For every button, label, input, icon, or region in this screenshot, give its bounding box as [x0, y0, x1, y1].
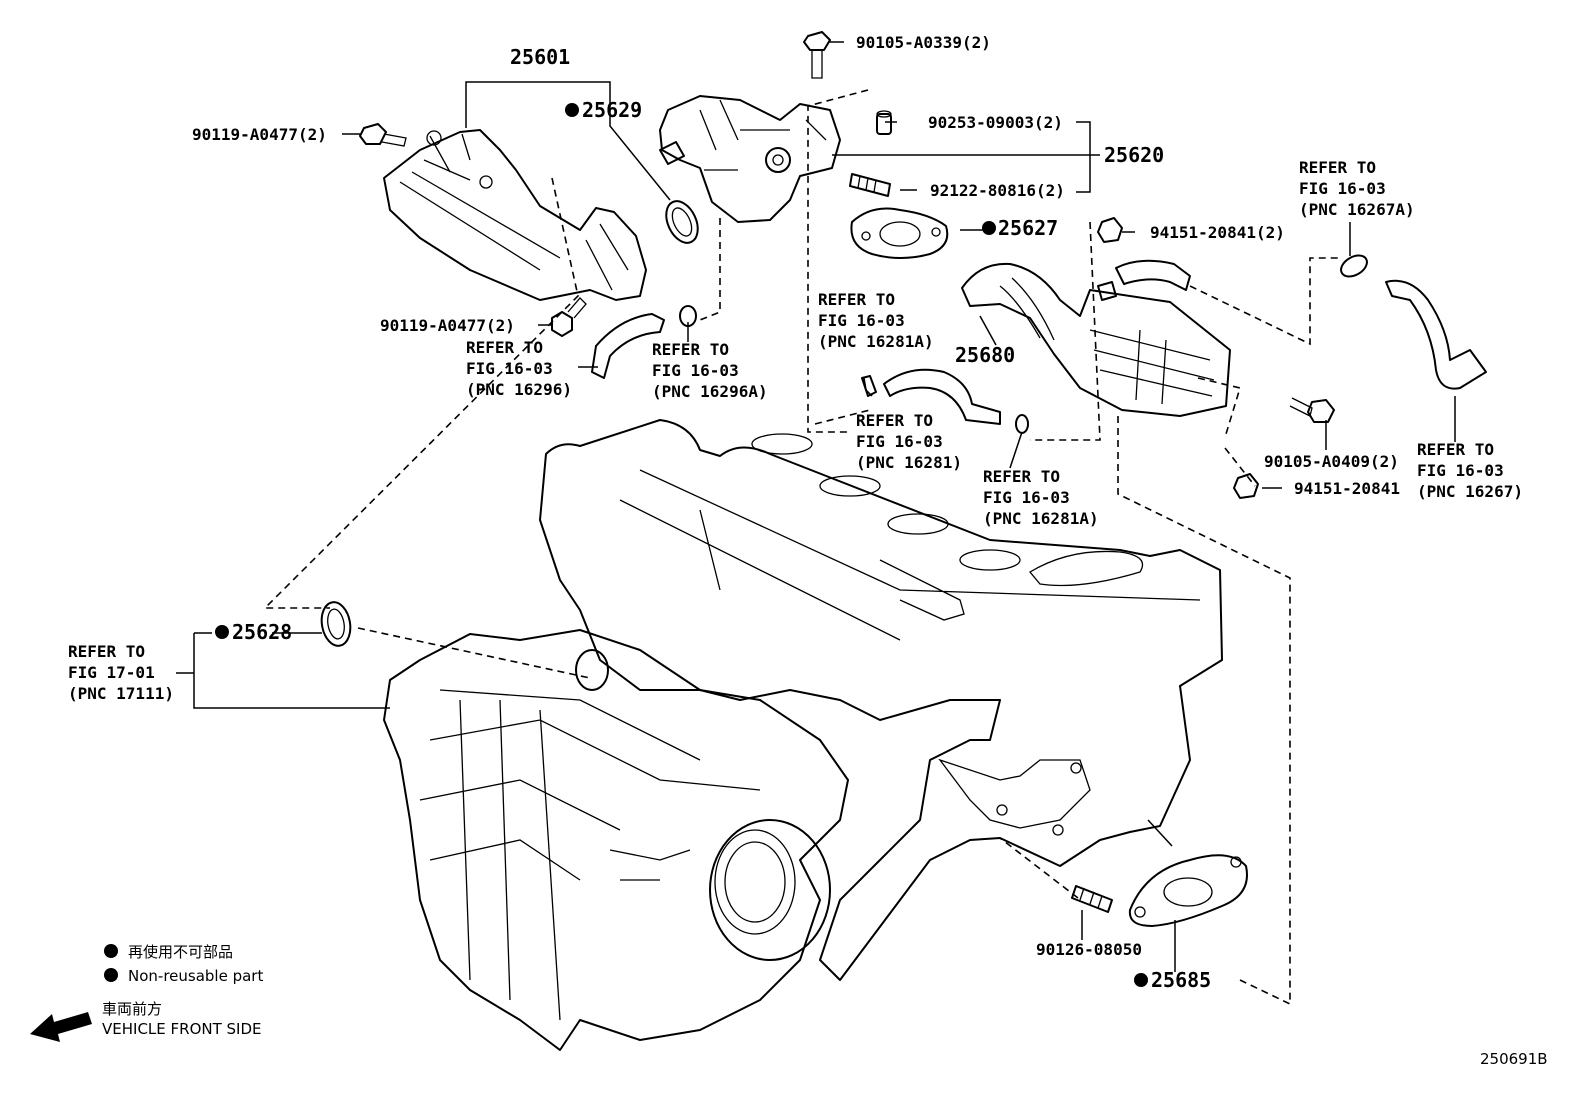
engine-block [539, 419, 1223, 981]
legend-nonreusable-en: Non-reusable part [128, 967, 263, 985]
pin-90253 [876, 110, 892, 135]
legend-dot-jp [104, 944, 118, 958]
label-90119-bottom: 90119-A0477(2) [380, 316, 515, 335]
front-arrow-icon [30, 1012, 92, 1042]
legend-nonreusable-jp: 再使用不可部品 [128, 943, 233, 961]
egr-cooler-25680 [961, 259, 1231, 417]
stud-92122 [849, 173, 891, 197]
refer-16281: REFER TO FIG 16-03 (PNC 16281) [856, 411, 962, 472]
bolt-90119-top [359, 123, 407, 147]
clamp-16281a-left [861, 375, 877, 397]
legend-front-en: VEHICLE FRONT SIDE [102, 1020, 262, 1038]
clamp-16281a-mid [1015, 414, 1029, 434]
stud-90126 [1071, 885, 1113, 913]
figure-id: 250691B [1480, 1050, 1548, 1068]
gasket-25629 [665, 200, 699, 244]
label-25628: 25628 [232, 620, 292, 644]
bolt-90105-a0409 [1289, 397, 1335, 423]
dashed-assembly-lines [263, 89, 1340, 1006]
intake-manifold [383, 629, 849, 1051]
nut-94151-bottom [1233, 473, 1259, 499]
label-94151-top: 94151-20841(2) [1150, 223, 1285, 242]
nonreusable-dot-25627 [982, 221, 996, 235]
refer-16281a-mid: REFER TO FIG 16-03 (PNC 16281A) [983, 467, 1099, 528]
gasket-25627 [850, 207, 949, 259]
refer-16267a: REFER TO FIG 16-03 (PNC 16267A) [1299, 158, 1415, 219]
refer-16296: REFER TO FIG 16-03 (PNC 16296) [466, 338, 572, 399]
label-25680: 25680 [955, 343, 1015, 367]
refer-labels: REFER TO FIG 16-03 (PNC 16296) REFER TO … [68, 158, 1523, 703]
nut-94151-top [1097, 217, 1123, 243]
bolt-90105-a0339 [803, 31, 831, 79]
label-90126: 90126-08050 [1036, 940, 1142, 959]
nonreusable-dot-25629 [565, 103, 579, 117]
label-90253: 90253-09003(2) [928, 113, 1063, 132]
label-25685: 25685 [1151, 968, 1211, 992]
refer-16281a-left: REFER TO FIG 16-03 (PNC 16281A) [818, 290, 934, 351]
hose-16267 [1385, 279, 1487, 390]
part-labels: 25601 25629 25620 25627 25680 25628 2568… [192, 33, 1400, 992]
label-25629: 25629 [582, 98, 642, 122]
hose-16296 [591, 313, 665, 379]
egr-pipe-25601 [383, 129, 647, 301]
clamp-16267a [1340, 254, 1368, 278]
refer-16296a: REFER TO FIG 16-03 (PNC 16296A) [652, 340, 768, 401]
hose-16281 [883, 368, 1001, 425]
gasket-25685 [1128, 854, 1248, 927]
legend-dot-en [104, 968, 118, 982]
nonreusable-dot-25628 [215, 625, 229, 639]
refer-17111: REFER TO FIG 17-01 (PNC 17111) [68, 642, 174, 703]
refer-16267: REFER TO FIG 16-03 (PNC 16267) [1417, 440, 1523, 501]
label-94151-bottom: 94151-20841 [1294, 479, 1400, 498]
legend: 再使用不可部品 Non-reusable part 車両前方 VEHICLE F… [30, 943, 263, 1042]
label-90105-a0339: 90105-A0339(2) [856, 33, 991, 52]
label-90105-a0409: 90105-A0409(2) [1264, 452, 1399, 471]
nonreusable-dot-25685 [1134, 973, 1148, 987]
label-25627: 25627 [998, 216, 1058, 240]
leader-lines [176, 41, 1456, 972]
nonreusable-markers [215, 103, 1148, 987]
label-92122: 92122-80816(2) [930, 181, 1065, 200]
bolt-90119-bottom [551, 297, 587, 337]
clamp-16296a [679, 305, 697, 327]
label-25601: 25601 [510, 45, 570, 69]
legend-front-jp: 車両前方 [102, 1000, 162, 1018]
label-90119-top: 90119-A0477(2) [192, 125, 327, 144]
label-25620: 25620 [1104, 143, 1164, 167]
egr-valve-25620 [659, 95, 841, 223]
gasket-25628 [320, 601, 352, 647]
